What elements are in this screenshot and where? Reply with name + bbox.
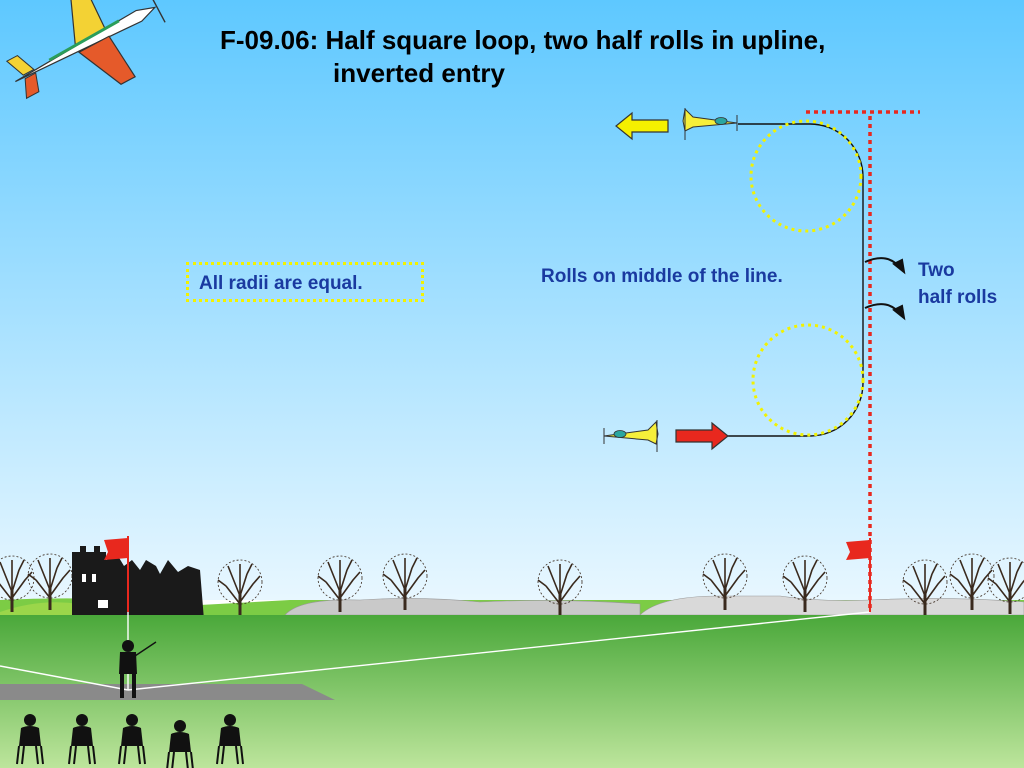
radius-circle-bottom [751,323,865,437]
aerobatic-plane-icon [5,0,166,100]
title-line-2: inverted entry [333,58,505,88]
rolls-position-note: Rolls on middle of the line. [541,266,783,287]
radii-note-box: All radii are equal. [186,262,424,302]
half-rolls-line-1: Two [918,260,955,281]
flight-path [728,123,864,437]
pilot-silhouette-icon [119,640,157,698]
half-rolls-line-2: half rolls [918,287,998,308]
radius-circle-top [749,119,863,233]
half-rolls-label: Two half rolls [918,257,1024,311]
castle-ruin-icon [72,546,204,620]
red-flag-icon [104,536,129,612]
exit-arrow-icon [615,111,669,141]
half-roll-arrows [864,257,906,321]
radii-note: All radii are equal. [199,273,363,294]
page-title: F-09.06: Half square loop, two half roll… [220,24,920,90]
runway [0,684,335,700]
sky [0,0,1024,600]
title-line-1: F-09.06: Half square loop, two half roll… [220,25,826,55]
entry-arrow-icon [675,421,729,451]
